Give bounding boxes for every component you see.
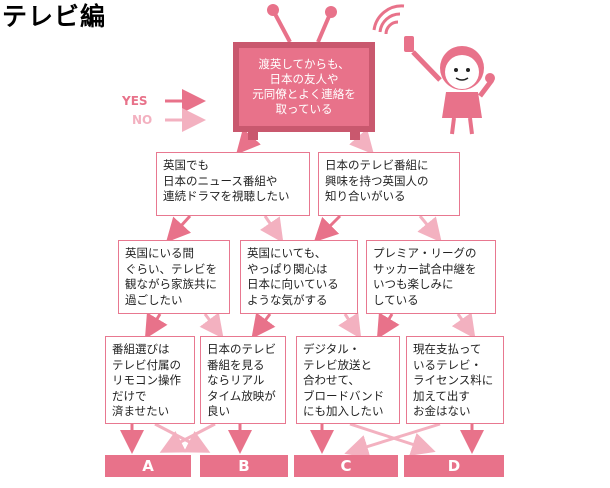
question-box-l2b: 英国にいても、 やっぱり関心は 日本に向いている ような気がする bbox=[240, 240, 358, 314]
question-line: 英国でも bbox=[163, 158, 209, 172]
question-line: ぐらい、テレビを bbox=[125, 261, 217, 276]
question-box-l3d: 現在支払って いるテレビ・ ライセンス料に 加えて出す お金はない bbox=[406, 336, 504, 424]
question-line: にも加入したい bbox=[303, 404, 384, 418]
question-line: テレビ付属の bbox=[112, 357, 181, 372]
question-line: いつも楽しみに bbox=[373, 277, 454, 291]
question-box-l3c: デジタル・ テレビ放送と 合わせて、 ブロードバンド にも加入したい bbox=[296, 336, 400, 424]
question-line: やっぱり関心は bbox=[247, 261, 328, 276]
start-line: 日本の友人や bbox=[269, 72, 339, 86]
question-line: ような気がする bbox=[247, 292, 328, 307]
start-line: 渡英してからも、 bbox=[258, 57, 350, 71]
question-line: 日本のニュース番組や bbox=[163, 173, 278, 188]
question-line: ならリアル bbox=[207, 373, 265, 387]
question-line: している bbox=[373, 292, 419, 307]
question-line: 過ごしたい bbox=[125, 292, 183, 307]
question-box-l2a: 英国にいる間 ぐらい、テレビを 観ながら家族共に 過ごしたい bbox=[118, 240, 230, 314]
question-box-l2c: プレミア・リーグの サッカー試合中継を いつも楽しみに している bbox=[366, 240, 496, 314]
question-line: 観ながら家族共に bbox=[125, 277, 217, 291]
question-line: テレビ放送と bbox=[303, 357, 372, 372]
question-line: 番組選びは bbox=[112, 342, 170, 356]
question-line: タイム放映が bbox=[207, 388, 276, 403]
question-line: 良い bbox=[207, 404, 230, 418]
arrow-l2a-no bbox=[199, 312, 224, 339]
question-line: 番組を見る bbox=[207, 357, 265, 372]
arrow-l2b-yes bbox=[251, 312, 276, 339]
result-a: A bbox=[105, 455, 191, 477]
question-line: 英国にいても、 bbox=[247, 246, 327, 260]
question-line: サッカー試合中継を bbox=[373, 261, 477, 276]
question-box-l3b: 日本のテレビ 番組を見る ならリアル タイム放映が 良い bbox=[200, 336, 286, 424]
question-line: 興味を持つ英国人の bbox=[325, 173, 429, 188]
page-title: テレビ編 bbox=[2, 2, 107, 31]
arrow-l1b-yes bbox=[313, 214, 342, 243]
start-question-box: 渡英してからも、 日本の友人や 元同僚とよく連絡を 取っている bbox=[233, 42, 375, 132]
question-line: 知り合いがいる bbox=[325, 189, 406, 203]
question-line: リモコン操作 bbox=[112, 373, 181, 387]
question-line: だけで bbox=[112, 388, 147, 403]
arrow-l1a-no bbox=[259, 215, 284, 243]
question-line: 日本に向いている bbox=[247, 277, 339, 291]
question-line: ブロードバンド bbox=[303, 388, 385, 403]
question-line: ライセンス料に bbox=[413, 373, 494, 387]
arrow-l1a-yes bbox=[165, 214, 192, 243]
arrow-l2c-yes bbox=[376, 312, 400, 340]
question-line: いるテレビ・ bbox=[413, 357, 482, 372]
question-box-l3a: 番組選びは テレビ付属の リモコン操作 だけで 済ませたい bbox=[105, 336, 195, 424]
question-box-l1a: 英国でも 日本のニュース番組や 連続ドラマを視聴したい bbox=[156, 152, 310, 216]
tv-antenna-icon bbox=[248, 4, 360, 140]
girl-waving-icon bbox=[404, 36, 495, 135]
legend-yes-label: YES bbox=[122, 94, 148, 108]
arrow-l3a-no bbox=[154, 422, 211, 453]
start-line: 元同僚とよく連絡を bbox=[252, 87, 356, 101]
arrow-l1b-no bbox=[417, 215, 442, 243]
arrow-l2b-no bbox=[338, 312, 362, 340]
question-line: 合わせて、 bbox=[303, 373, 360, 387]
question-line: 連続ドラマを視聴したい bbox=[163, 189, 290, 203]
legend-no-label: NO bbox=[132, 113, 153, 127]
arrow-l3d-no bbox=[344, 422, 441, 459]
question-line: 済ませたい bbox=[112, 404, 170, 418]
question-line: お金はない bbox=[413, 404, 471, 418]
arrow-l3c-no bbox=[349, 422, 436, 456]
question-line: 日本のテレビ番組に bbox=[325, 158, 429, 172]
result-d: D bbox=[404, 455, 504, 477]
mobile-phone-icon bbox=[404, 36, 414, 52]
question-line: 現在支払って bbox=[413, 342, 482, 356]
result-b: B bbox=[200, 455, 288, 477]
question-line: デジタル・ bbox=[303, 342, 361, 356]
question-line: 日本のテレビ bbox=[207, 342, 276, 356]
start-line: 取っている bbox=[275, 102, 333, 116]
arrow-l2c-no bbox=[451, 312, 476, 339]
question-line: 加えて出す bbox=[413, 388, 470, 403]
arrow-l2a-yes bbox=[144, 312, 168, 340]
question-line: 英国にいる間 bbox=[125, 246, 194, 260]
arrow-l3b-no bbox=[159, 422, 216, 453]
question-box-l1b: 日本のテレビ番組に 興味を持つ英国人の 知り合いがいる bbox=[318, 152, 460, 216]
wifi-signal-icon bbox=[372, 4, 405, 35]
question-line: プレミア・リーグの bbox=[373, 246, 477, 260]
result-c: C bbox=[294, 455, 398, 477]
